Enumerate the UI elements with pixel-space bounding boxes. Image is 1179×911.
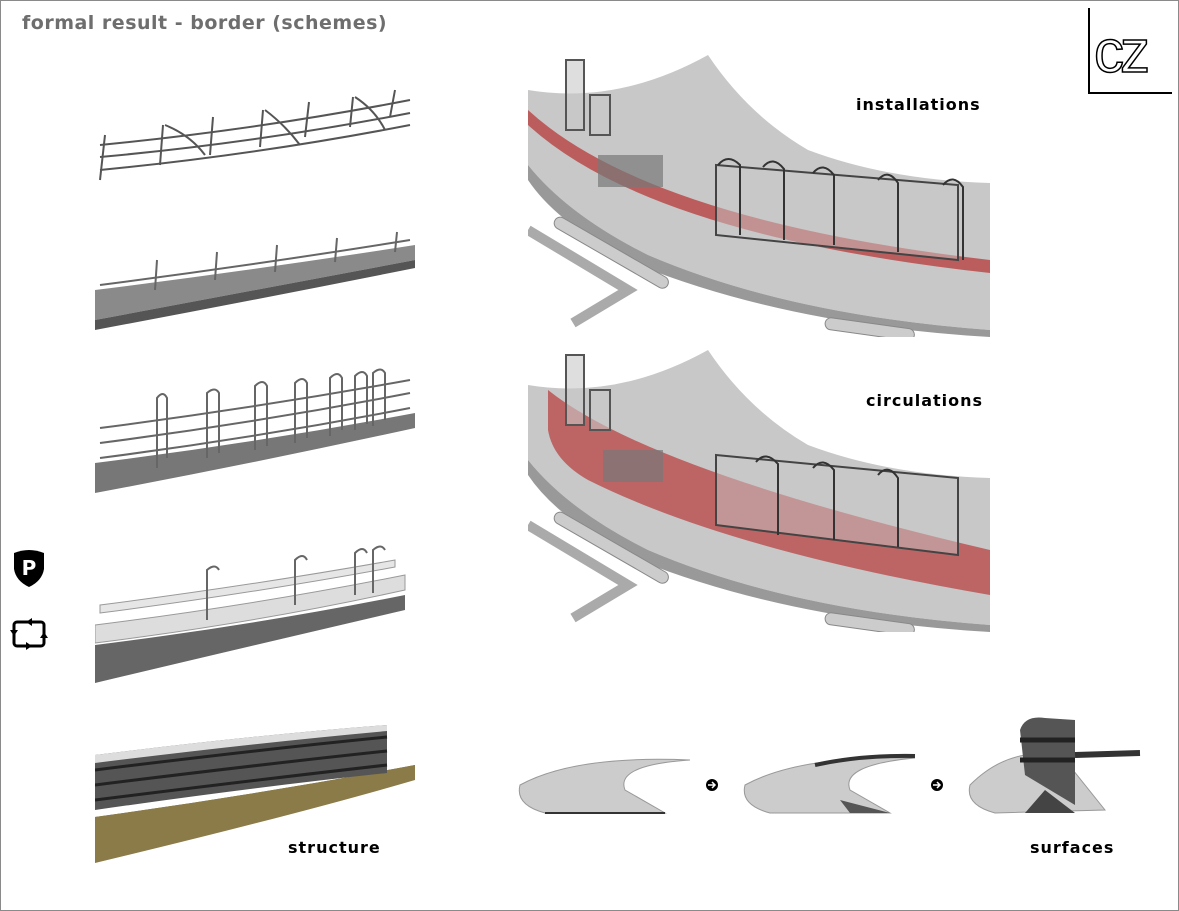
scheme-frame-floor: [95, 231, 415, 330]
scheme-structure: [95, 725, 415, 863]
scheme-frame-wireframe: [99, 89, 411, 181]
label-installations: installations: [856, 95, 981, 114]
surface-step-3: [968, 717, 1141, 814]
scheme-frame-railings: [95, 368, 415, 493]
surface-step-2: [743, 753, 916, 814]
label-circulations: circulations: [866, 391, 984, 410]
label-surfaces: surfaces: [1030, 838, 1115, 857]
scheme-frame-shelves: [95, 545, 406, 683]
render-installations: [528, 55, 990, 337]
arrow-next-icon: [706, 779, 718, 791]
page-title: formal result - border (schemes): [22, 12, 388, 34]
label-structure: structure: [288, 838, 381, 857]
arrow-next-icon: [931, 779, 943, 791]
cz-logo: cz: [1088, 8, 1172, 94]
cycle-arrows-icon: [10, 618, 48, 650]
logo-mark: cz: [1093, 18, 1151, 85]
parking-letter: P: [22, 556, 37, 580]
surface-step-1: [518, 758, 691, 814]
render-circulations: [528, 350, 990, 632]
parking-shield-icon: P: [14, 550, 44, 587]
